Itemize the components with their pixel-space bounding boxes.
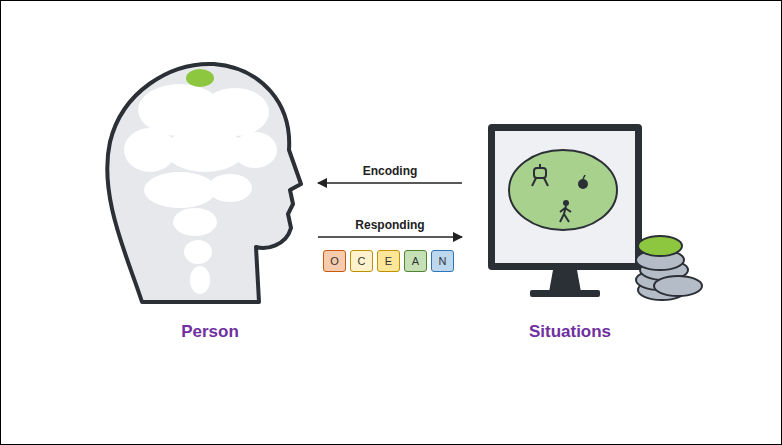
trait-letter: A: [412, 255, 419, 267]
trait-box: C: [350, 250, 373, 272]
person-figure: Person: [110, 62, 310, 342]
monitor-screen: [495, 131, 635, 263]
node-caption: Person: [181, 322, 239, 342]
trait-letter: E: [385, 255, 392, 267]
trait-box: N: [431, 250, 454, 272]
brain-clouds: [124, 84, 277, 294]
monitor-base: [530, 290, 600, 297]
arrow-connector: [318, 182, 462, 184]
trait-box: A: [404, 250, 427, 272]
arrow-connector: [318, 236, 462, 238]
trait-box: O: [323, 250, 346, 272]
trait-letter: O: [330, 255, 339, 267]
coin-stack: [636, 236, 702, 300]
monitor-stand: [549, 270, 581, 292]
monitor-frame: [488, 124, 642, 270]
edge-label: Encoding: [361, 164, 420, 178]
brain-spot: [186, 69, 214, 87]
trait-letter: C: [358, 255, 366, 267]
edge-label: Responding: [353, 218, 426, 232]
head-silhouette: [107, 64, 301, 302]
trait-box: E: [377, 250, 400, 272]
situations-monitor: Situations: [470, 120, 670, 342]
situation-icons: [532, 164, 588, 222]
node-caption: Situations: [529, 322, 611, 342]
situation-oval: [509, 150, 617, 230]
trait-letter: N: [439, 255, 447, 267]
